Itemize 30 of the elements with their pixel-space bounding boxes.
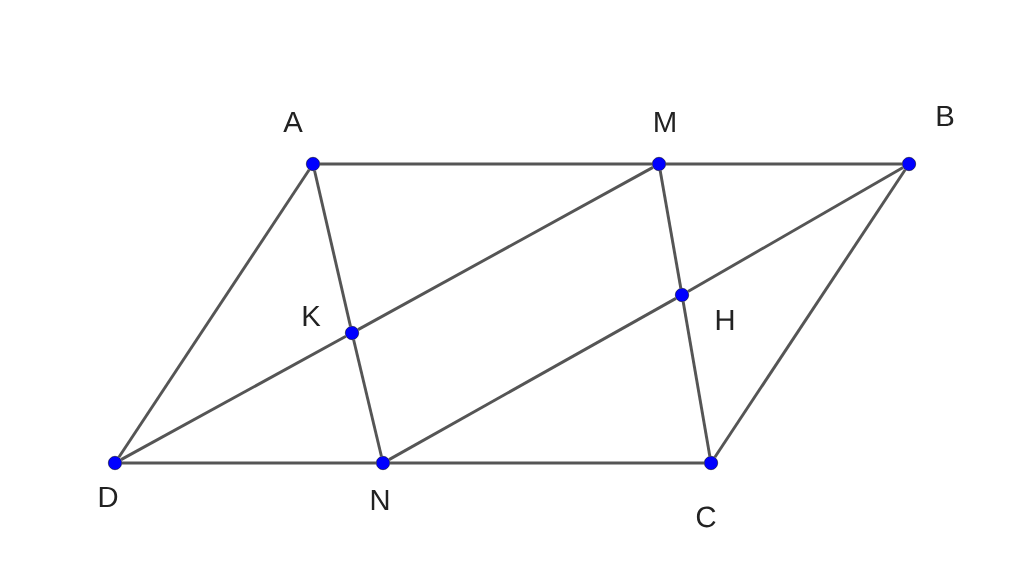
node-label: B	[937, 105, 954, 127]
line-segment	[713, 168, 907, 459]
line-segment	[121, 461, 377, 465]
line-segment	[117, 168, 311, 458]
line-segment	[687, 166, 904, 293]
node-label: H	[716, 309, 734, 331]
line-segment	[665, 162, 903, 166]
node-label: K	[303, 305, 321, 327]
node-label: M	[655, 111, 675, 133]
point: C	[696, 456, 718, 528]
line-segment	[388, 297, 677, 461]
point: D	[99, 456, 122, 508]
line-segment	[681, 301, 712, 457]
node-label: A	[283, 111, 303, 133]
point: N	[371, 456, 390, 511]
line-segment	[313, 170, 352, 327]
line-segment	[389, 461, 705, 465]
node-label: N	[371, 489, 389, 511]
point: K	[303, 305, 359, 340]
line-segment	[352, 339, 383, 457]
point: B	[902, 105, 954, 171]
line-segment	[658, 170, 683, 289]
line-segment	[357, 166, 654, 331]
line-segment	[319, 162, 653, 166]
point: M	[652, 111, 675, 171]
node-label: C	[696, 506, 716, 528]
line-segment	[120, 335, 347, 461]
point: H	[675, 288, 734, 331]
point: A	[283, 111, 320, 171]
node-label: D	[99, 486, 118, 508]
